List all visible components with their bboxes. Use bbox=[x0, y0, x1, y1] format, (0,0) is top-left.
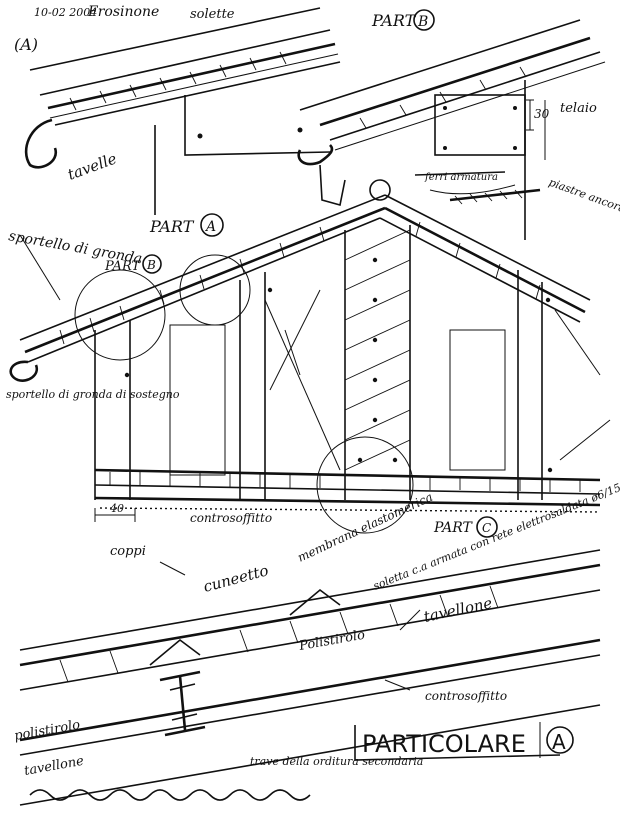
ferri-armatura-label: ferri armatura bbox=[424, 172, 498, 183]
sportello-sostegno-label: sportello di gronda di sostegno bbox=[6, 388, 180, 401]
tavellone-lower-label: tavellone bbox=[23, 754, 85, 779]
view-marker: (A) bbox=[14, 35, 38, 54]
cuneetto-label: cuneetto bbox=[201, 561, 270, 596]
part-c-circle bbox=[476, 516, 498, 538]
part-b-top-letter: B bbox=[417, 14, 428, 30]
part-b-letter: B bbox=[146, 258, 156, 272]
part-a-label: PART bbox=[149, 217, 195, 236]
telaio-label: telaio bbox=[560, 101, 597, 116]
solette-label: solette bbox=[190, 7, 235, 22]
part-c-label: PART bbox=[433, 520, 474, 536]
trave-label: trave della orditura secondaria bbox=[250, 755, 423, 768]
part-a-letter: A bbox=[204, 219, 216, 235]
dimension-30: 30 bbox=[534, 107, 550, 121]
tavellone-upper-label: tavellone bbox=[422, 594, 494, 626]
tavelle-label: tavelle bbox=[65, 149, 119, 183]
part-b-top-circle bbox=[413, 9, 435, 31]
controsoffitto-section-label: controsoffitto bbox=[190, 511, 272, 525]
particolare-a-title-box: PARTICOLARE A bbox=[354, 722, 574, 761]
part-c-letter: C bbox=[482, 521, 491, 535]
top-eave-detail bbox=[24, 7, 606, 240]
building-section bbox=[9, 194, 611, 534]
part-b-circle bbox=[142, 254, 162, 274]
date-label: 10-02 2004 bbox=[34, 6, 97, 19]
dimension-40: 40 bbox=[109, 502, 124, 515]
part-a-circle bbox=[200, 213, 224, 237]
polistirolo-lower-label: polistirolo bbox=[13, 718, 81, 744]
controsoffitto-detail-label: controsoffitto bbox=[425, 689, 507, 703]
polistirolo-upper-label: Polistirolo bbox=[297, 628, 366, 655]
particolare-letter: A bbox=[552, 730, 566, 754]
part-b-top-label: PART bbox=[371, 11, 417, 30]
place-label: Frosinone bbox=[87, 4, 159, 20]
coppi-label: coppi bbox=[110, 544, 146, 559]
particolare-title: PARTICOLARE bbox=[362, 730, 526, 758]
part-b-label: PART bbox=[104, 259, 142, 274]
particolare-letter-circle bbox=[546, 726, 574, 754]
detail-a-drawing bbox=[19, 549, 601, 806]
piastre-label: piastre ancoraggio bbox=[547, 176, 620, 224]
